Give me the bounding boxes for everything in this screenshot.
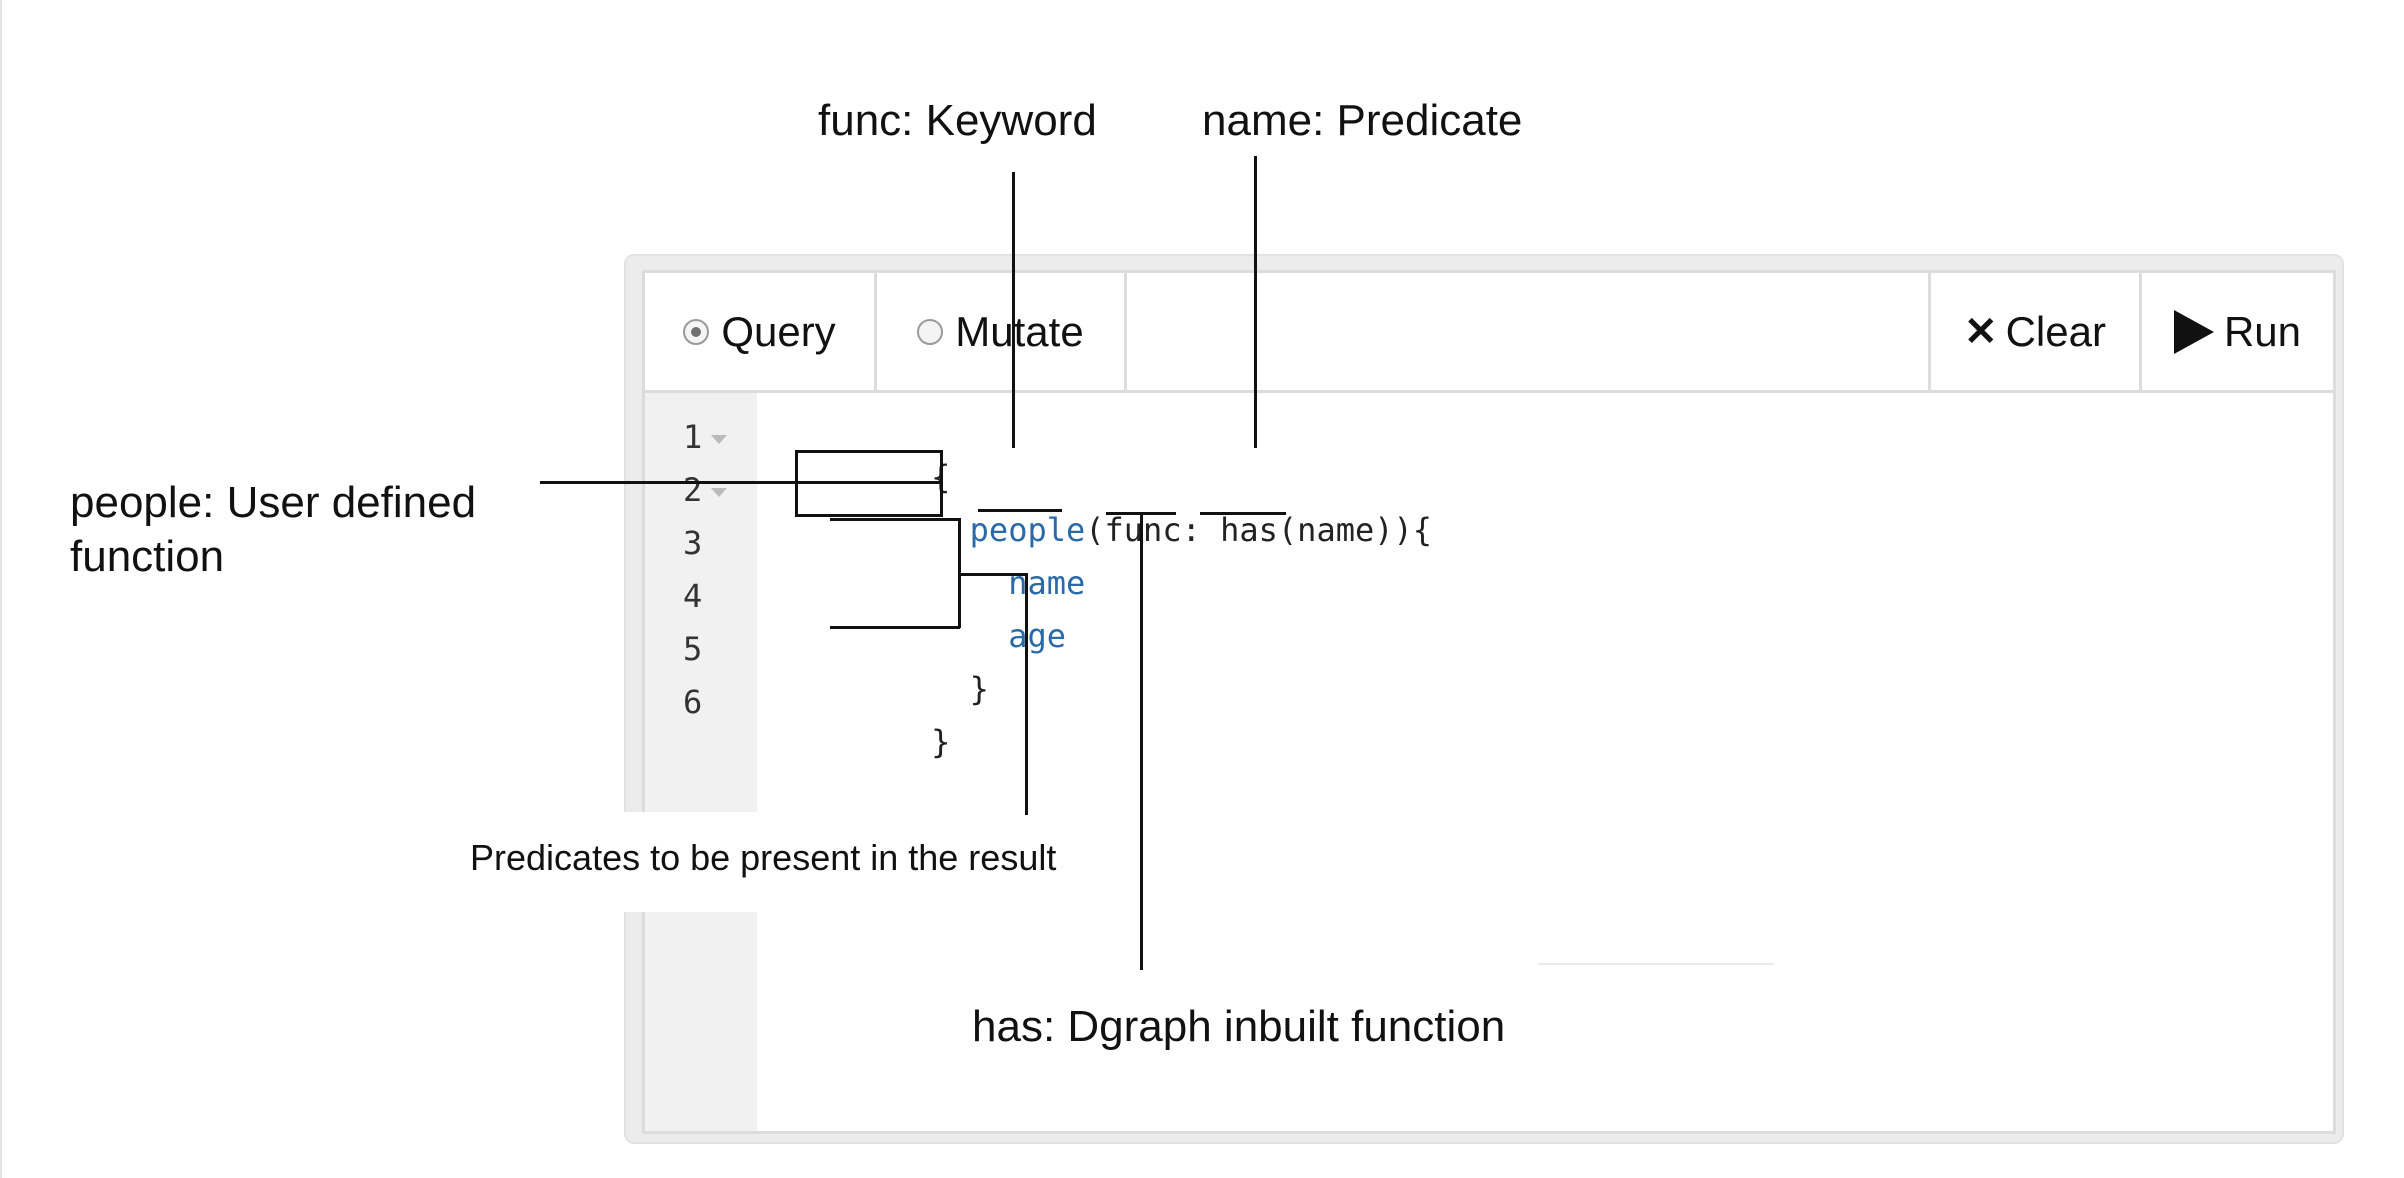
- code-token-predicate: name: [1008, 564, 1086, 602]
- mutate-radio-icon[interactable]: [917, 318, 944, 345]
- query-mode-button[interactable]: Query: [645, 273, 877, 390]
- people-box-bottom: [795, 514, 940, 517]
- code-token: }: [931, 670, 989, 708]
- run-label: Run: [2223, 307, 2302, 355]
- leader-line-has: [1140, 512, 1143, 970]
- predicate-box-top: [830, 518, 960, 521]
- fold-arrow-icon[interactable]: [711, 435, 727, 444]
- code-line: }: [777, 629, 989, 708]
- leader-line-predicates-vertical: [1025, 573, 1028, 815]
- code-token-function-name: people: [969, 511, 1086, 549]
- code-token: }: [931, 723, 951, 761]
- editor-toolbar: Query Mutate ✕ Clear Run: [645, 273, 2333, 393]
- annotation-people-line1: people: User defined: [70, 478, 477, 527]
- line-number: 5: [683, 630, 703, 668]
- mutate-label: Mutate: [955, 307, 1084, 355]
- faint-divider: [1538, 963, 1774, 965]
- code-text-area[interactable]: { people(func: has(name)){ name age } }: [777, 393, 2333, 1131]
- leader-line-func: [1012, 172, 1015, 448]
- leader-line-people: [540, 481, 942, 484]
- play-icon: [2173, 309, 2214, 354]
- query-label: Query: [721, 307, 836, 355]
- code-line: name: [777, 523, 1085, 602]
- people-box-right: [940, 450, 943, 517]
- code-line: age: [777, 576, 1066, 655]
- people-box-top: [795, 450, 940, 453]
- annotation-people-line2: function: [70, 532, 225, 581]
- line-number-gutter: 1 2 3 4 5 6: [645, 393, 757, 1131]
- fold-arrow-icon[interactable]: [711, 488, 727, 497]
- editor-inner: Query Mutate ✕ Clear Run 1 2 3 4 5 6: [642, 270, 2336, 1134]
- underline-name: [1200, 512, 1286, 515]
- underline-func: [978, 509, 1062, 512]
- line-number: 3: [683, 524, 703, 562]
- close-icon: ✕: [1964, 309, 1998, 354]
- run-button[interactable]: Run: [2142, 273, 2333, 390]
- line-number: 4: [683, 577, 703, 615]
- annotation-name-predicate: name: Predicate: [1202, 96, 1523, 145]
- page-left-border: [0, 0, 2, 1178]
- clear-button[interactable]: ✕ Clear: [1928, 273, 2142, 390]
- query-editor-panel: Query Mutate ✕ Clear Run 1 2 3 4 5 6: [624, 254, 2344, 1144]
- annotation-people-function: people: User defined function: [70, 476, 476, 584]
- code-token-predicate: age: [1008, 617, 1066, 655]
- line-number: 6: [683, 683, 703, 721]
- annotation-has-function: has: Dgraph inbuilt function: [972, 1002, 1506, 1051]
- leader-line-predicates-horizontal: [958, 573, 1028, 576]
- clear-label: Clear: [2005, 307, 2106, 355]
- code-line: people(func: has(name)){: [777, 470, 1432, 549]
- code-token: (func: has(name)){: [1085, 511, 1433, 549]
- annotation-func-keyword: func: Keyword: [818, 96, 1097, 145]
- leader-line-name: [1254, 156, 1257, 448]
- annotation-label-background: [462, 812, 1116, 912]
- query-radio-icon[interactable]: [683, 318, 710, 345]
- predicate-box-bottom: [830, 626, 960, 629]
- people-box-left: [795, 450, 798, 517]
- code-line: }: [777, 682, 950, 761]
- line-number: 2: [683, 471, 703, 509]
- annotation-predicates-result: Predicates to be present in the result: [470, 837, 1057, 878]
- line-number: 1: [683, 418, 703, 456]
- mutate-mode-button[interactable]: Mutate: [877, 273, 1127, 390]
